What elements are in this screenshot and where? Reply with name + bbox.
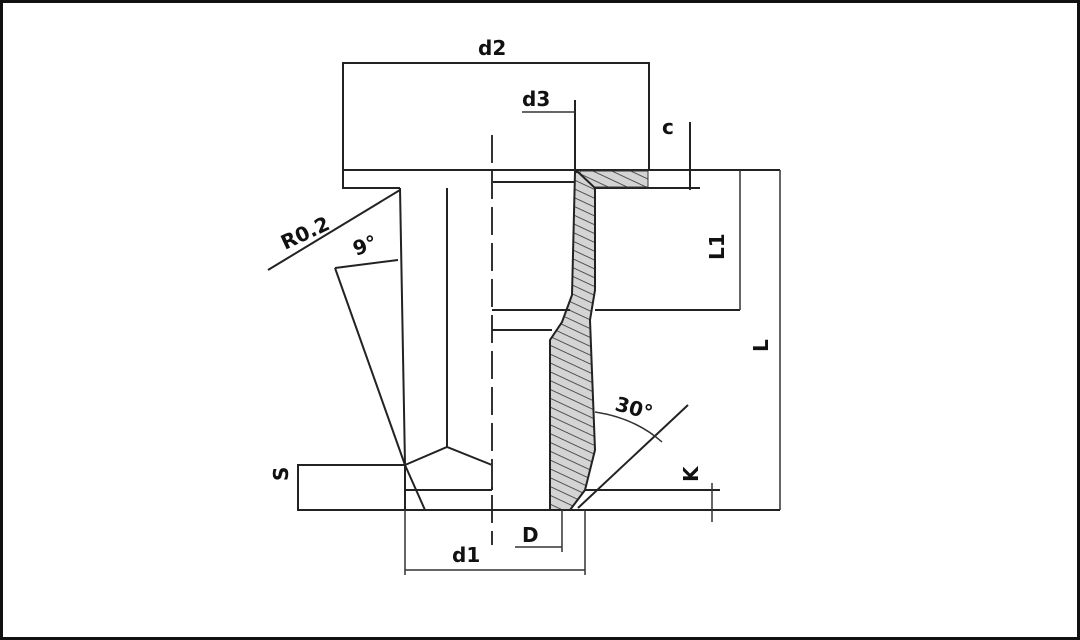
label-K: K — [679, 465, 703, 482]
shank-edge — [399, 187, 406, 466]
label-30deg: 30° — [613, 392, 656, 425]
head-block — [342, 62, 650, 171]
label-d1: d1 — [452, 543, 480, 567]
label-D: D — [522, 523, 539, 547]
label-c: c — [662, 115, 674, 139]
chamfer — [404, 445, 493, 466]
angle-30-line — [577, 404, 689, 509]
label-d3: d3 — [522, 87, 550, 111]
thread-hatched-section — [549, 171, 597, 511]
flange — [342, 170, 400, 189]
label-S: S — [269, 467, 293, 481]
label-d2: d2 — [478, 36, 506, 60]
label-9deg: 9° — [350, 230, 381, 261]
bottom-plate — [297, 464, 406, 511]
label-L: L — [749, 339, 773, 352]
label-L1: L1 — [705, 233, 729, 260]
